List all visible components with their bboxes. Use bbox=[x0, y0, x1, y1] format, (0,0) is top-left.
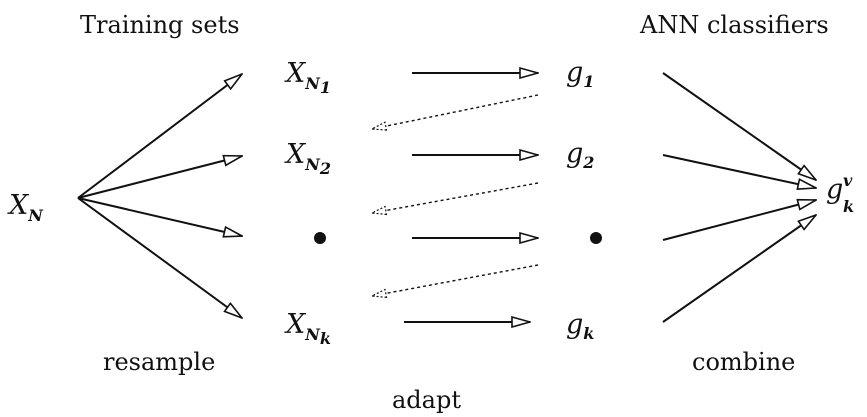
classifier-node-k: gk bbox=[566, 309, 594, 343]
classifier-node-2: g2 bbox=[566, 138, 594, 172]
svg-text:v: v bbox=[843, 171, 853, 190]
training-node-2: XN2 bbox=[284, 139, 331, 178]
ann-classifiers-label: ANN classifiers bbox=[639, 11, 829, 39]
svg-text:g1: g1 bbox=[566, 57, 594, 91]
svg-text:XN1: XN1 bbox=[284, 58, 331, 97]
training-node-1: XN1 bbox=[284, 58, 331, 97]
svg-text:XN2: XN2 bbox=[284, 139, 331, 178]
combine-arrow-1 bbox=[662, 72, 816, 180]
classifier-ellipsis-dot bbox=[590, 232, 602, 244]
output-node: g v k bbox=[826, 171, 854, 216]
adapt-arrow-2 bbox=[372, 182, 539, 213]
training-sets-label: Training sets bbox=[80, 11, 240, 39]
combine-arrow-3 bbox=[662, 200, 816, 241]
svg-text:g: g bbox=[826, 174, 843, 205]
adapt-label: adapt bbox=[392, 386, 461, 414]
classifier-node-1: g1 bbox=[566, 57, 594, 91]
svg-text:g2: g2 bbox=[566, 138, 594, 172]
resample-arrow-2 bbox=[77, 156, 242, 199]
combine-label: combine bbox=[692, 348, 795, 376]
svg-text:gk: gk bbox=[566, 309, 594, 343]
svg-text:k: k bbox=[843, 197, 854, 216]
source-node: XN bbox=[7, 190, 44, 225]
resample-label: resample bbox=[103, 348, 215, 376]
adapt-arrow-1 bbox=[372, 94, 539, 129]
svg-text:XNk: XNk bbox=[284, 309, 331, 348]
combine-arrow-k bbox=[662, 215, 816, 323]
resample-arrow-1 bbox=[77, 74, 242, 199]
resample-arrow-3 bbox=[77, 197, 242, 236]
training-node-k: XNk bbox=[284, 309, 331, 348]
resample-arrow-4 bbox=[77, 197, 242, 318]
combine-arrow-2 bbox=[662, 154, 816, 188]
training-ellipsis-dot bbox=[314, 232, 326, 244]
adapt-arrow-3 bbox=[372, 264, 539, 296]
